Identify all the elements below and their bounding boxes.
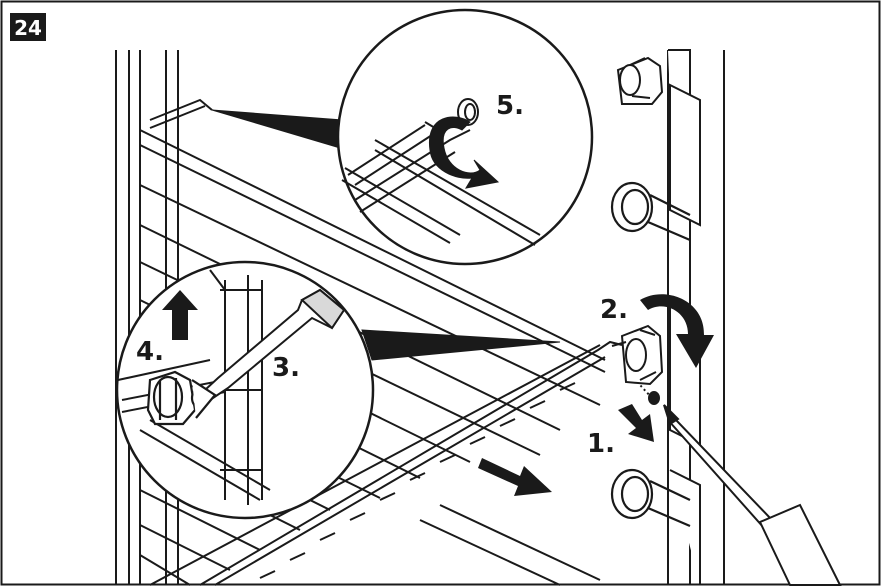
rotate-arrow-step-5 [429, 116, 500, 189]
down-arrow-step-1 [618, 404, 654, 442]
step-2-label: 2. [600, 295, 628, 325]
rotate-arrow-step-2 [640, 294, 714, 368]
retaining-screw [639, 384, 660, 405]
rail-hook-holes [610, 181, 691, 528]
pull-out-arrow [478, 458, 552, 496]
callout-pointers [211, 109, 561, 361]
detail-circle-steps-3-4: 4. 3. [115, 260, 375, 520]
hook-hole-upper [610, 181, 691, 242]
right-fastening-nut [611, 324, 664, 386]
figure-number: 24 [14, 16, 42, 40]
figure-number-badge: 24 [10, 13, 46, 41]
step-3-label: 3. [272, 353, 300, 383]
callout-pointer-left [361, 329, 561, 361]
upper-fastening-nut [616, 56, 664, 105]
step-4-label: 4. [136, 337, 164, 367]
hook-hole-lower [610, 468, 691, 528]
detail-fastening-nut [146, 370, 217, 426]
screwdriver [663, 404, 842, 586]
step-5-label: 5. [496, 91, 524, 121]
detail-circle-step-5: 5. [336, 8, 594, 266]
step-1-label: 1. [587, 429, 615, 459]
lift-arrow-step-4 [162, 290, 198, 340]
